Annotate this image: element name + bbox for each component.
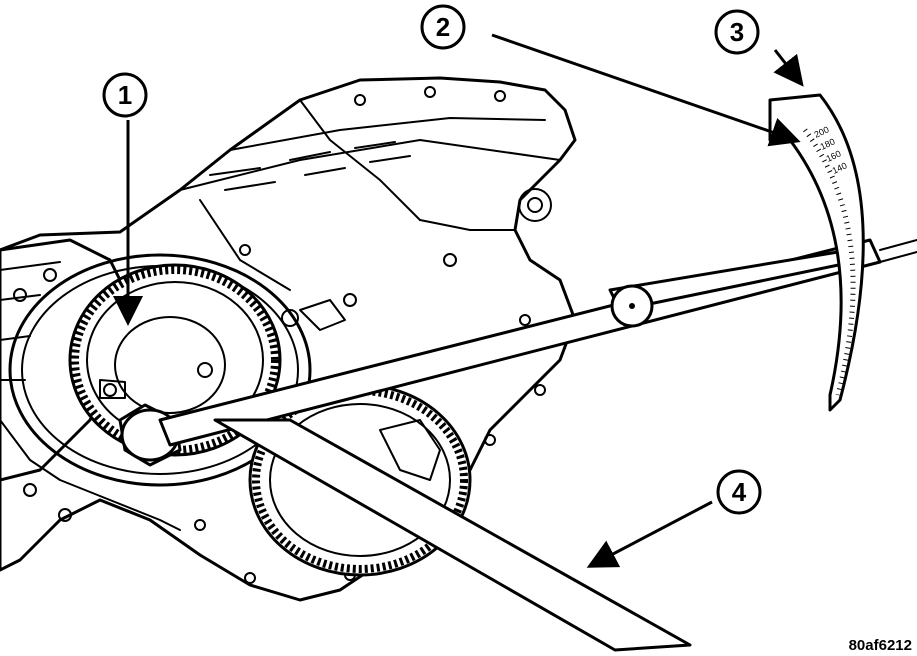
callout-3: 3 bbox=[714, 9, 760, 55]
callout-1: 1 bbox=[102, 72, 148, 118]
svg-text:4: 4 bbox=[732, 477, 747, 507]
leader-line-3 bbox=[773, 49, 804, 87]
figure-reference: 80af6212 bbox=[849, 637, 912, 654]
callout-2: 2 bbox=[420, 4, 466, 50]
svg-text:1: 1 bbox=[118, 80, 132, 110]
svg-text:2: 2 bbox=[436, 12, 450, 42]
leader-lines bbox=[113, 33, 804, 568]
dial-scale: 200 180 160 140 bbox=[768, 93, 865, 412]
callout-4: 4 bbox=[716, 469, 762, 515]
svg-text:3: 3 bbox=[730, 17, 744, 47]
leader-line-2 bbox=[491, 33, 801, 147]
leader-line-4 bbox=[586, 500, 713, 568]
pointer-arm bbox=[608, 248, 855, 328]
